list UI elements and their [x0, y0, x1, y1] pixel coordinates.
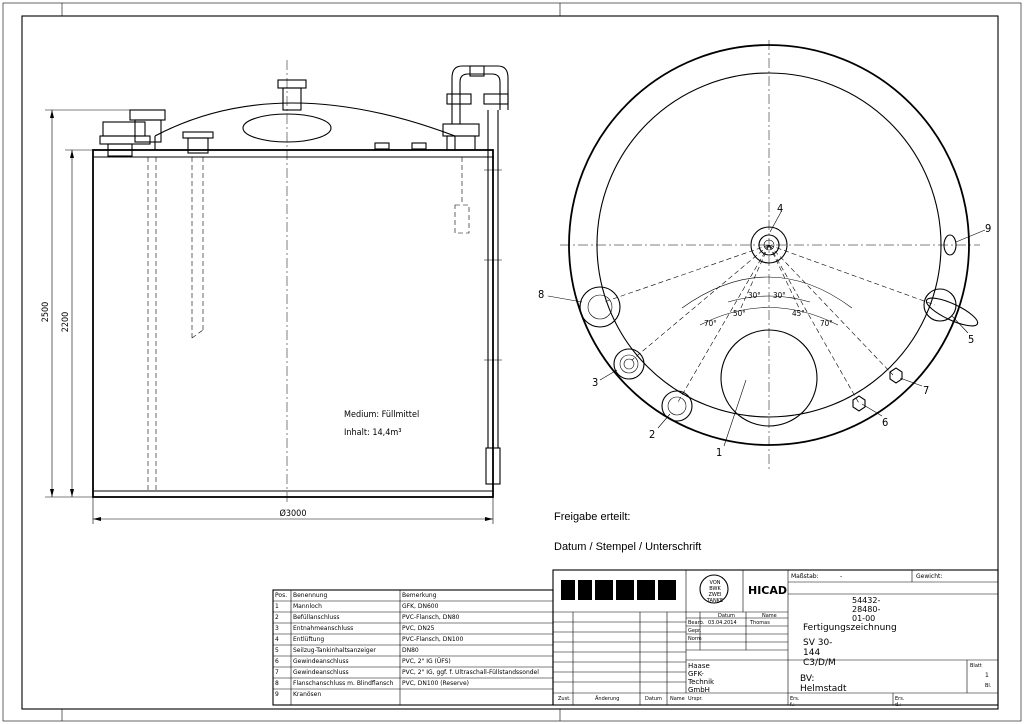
table-cell: Entnahmeanschluss [293, 625, 354, 632]
norm-label: Norm [688, 636, 702, 642]
bl-value: Bl. [985, 683, 992, 689]
rev-name: Name [670, 696, 685, 702]
table-cell: DN80 [402, 647, 419, 654]
table-cell: PVC, DN25 [402, 625, 435, 632]
callout-6: 6 [882, 416, 888, 429]
table-cell: Flanschanschluss m. Blindflansch [293, 680, 394, 687]
massstab-label: Maßstab: [791, 573, 819, 580]
table-cell: 6 [275, 658, 279, 665]
angle-70-left: 70° [704, 319, 717, 328]
medium-label: Medium: Füllmittel [344, 410, 419, 420]
table-cell: 2 [275, 614, 279, 621]
title-block [552, 569, 999, 706]
table-cell: PVC-Flansch, DN100 [402, 636, 464, 643]
table-cell: 1 [275, 603, 279, 610]
dim-diameter: Ø3000 [280, 508, 307, 519]
callout-7: 7 [923, 384, 929, 397]
bearb-date: 03.04.2014 [708, 620, 737, 626]
callout-2: 2 [649, 428, 655, 441]
company-name: Haase GFK-Technik GmbH [688, 662, 715, 694]
gewicht-label: Gewicht: [916, 573, 943, 580]
angle-50: 50° [733, 309, 746, 318]
datum-stempel-label: Datum / Stempel / Unterschrift [554, 541, 702, 553]
table-header-cell: Bemerkung [402, 592, 437, 599]
angle-45: 45° [792, 309, 805, 318]
table-cell: 4 [275, 636, 279, 643]
table-cell: 9 [275, 691, 279, 698]
table-cell: Seilzug-Tankinhaltsanzeiger [293, 647, 376, 654]
angle-30-left: 30° [748, 291, 761, 300]
table-cell: Gewindeanschluss [293, 669, 349, 676]
title-line-1: Fertigungszeichnung [803, 623, 897, 633]
rev-urspr: Urspr. [688, 696, 703, 702]
blatt-value: 1 [985, 672, 989, 679]
callout-8: 8 [538, 288, 544, 301]
table-cell: 7 [275, 669, 279, 676]
top-view [560, 40, 980, 470]
callout-9: 9 [985, 222, 991, 235]
name-label: Name [762, 613, 777, 619]
badge-seal [699, 574, 729, 604]
rev-zust: Zust. [558, 696, 571, 702]
table-cell: 3 [275, 625, 279, 632]
parts-table [272, 589, 554, 706]
callout-3: 3 [592, 376, 598, 389]
callout-5: 5 [968, 333, 974, 346]
table-cell: Gewindeanschluss [293, 658, 349, 665]
table-cell: PVC, DN100 (Reserve) [402, 680, 469, 687]
drawing-number: 54432-28480-01-00 [852, 596, 881, 623]
gepr-label: Gepr. [688, 628, 702, 634]
inhalt-label: Inhalt: 14,4m³ [344, 428, 402, 438]
table-cell: Kranösen [293, 691, 322, 698]
table-cell: Entlüftung [293, 636, 325, 643]
bearb-name: Thomas [750, 620, 770, 626]
massstab-value: - [840, 573, 843, 580]
table-cell: 5 [275, 647, 279, 654]
table-cell: GFK, DN600 [402, 603, 439, 610]
bearb-label: Bearb. [688, 620, 705, 626]
table-cell: Befüllanschluss [293, 614, 340, 621]
sheet-border-inner [21, 15, 999, 710]
ers-f-label: Ers. f.: [790, 696, 800, 708]
table-cell: PVC, 2" IG, ggf. f. Ultraschall-Füllstan… [402, 669, 539, 676]
table-header-cell: Pos. [275, 592, 288, 599]
table-cell: Mannloch [293, 603, 322, 610]
callout-1: 1 [716, 446, 722, 459]
ers-d-label: Ers. d.: [895, 696, 905, 708]
bv-label: BV: Helmstadt [800, 674, 847, 694]
side-view [45, 60, 509, 524]
angle-70-right: 70° [820, 319, 833, 328]
rev-aenderung: Änderung [595, 696, 620, 702]
dim-2200: 2200 [61, 312, 71, 333]
table-header-cell: Benennung [293, 592, 328, 599]
table-cell: 8 [275, 680, 279, 687]
table-cell: PVC, 2" IG (ÜFS) [402, 658, 451, 665]
callout-4: 4 [777, 202, 783, 215]
badge-text: VON BWK ZWEI TANKE [706, 580, 724, 604]
blatt-label: Blatt [970, 663, 982, 669]
freigabe-label: Freigabe erteilt: [554, 511, 631, 523]
datum-label: Datum [718, 613, 735, 619]
table-cell: PVC-Flansch, DN80 [402, 614, 460, 621]
rev-datum: Datum [645, 696, 662, 702]
title-line-2: SV 30-144 C3/D/M [803, 638, 836, 668]
angle-30-right: 30° [773, 291, 786, 300]
hicad-label: HICAD [748, 584, 788, 597]
dim-2500: 2500 [41, 302, 51, 323]
haase-logo [561, 580, 676, 600]
